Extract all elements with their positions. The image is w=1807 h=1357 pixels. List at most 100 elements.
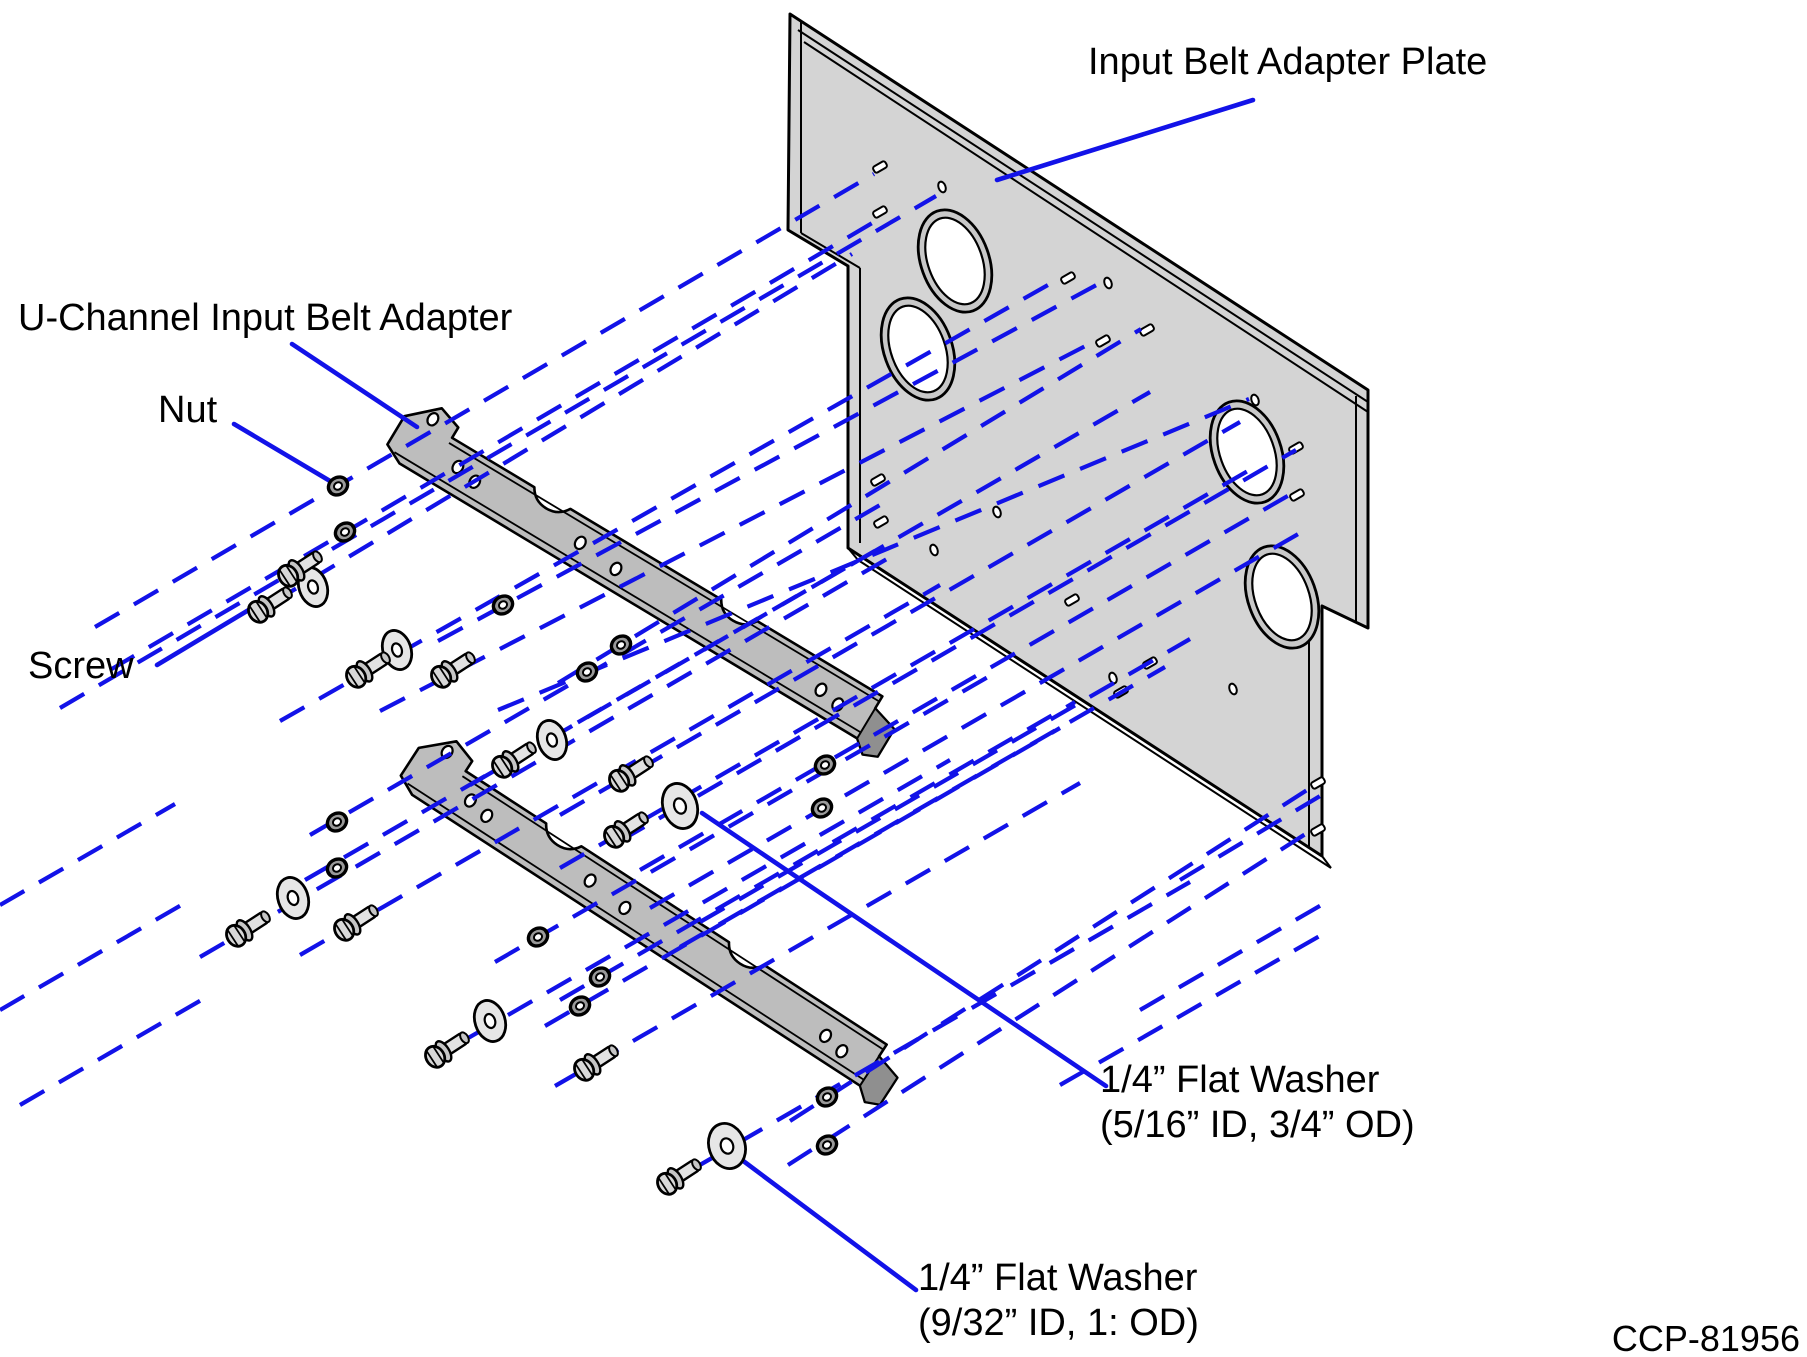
nut — [325, 811, 349, 833]
label-flat-washer-bottom-line2: (9/32” ID, 1: OD) — [918, 1301, 1199, 1344]
screw — [247, 586, 293, 624]
rail-hole — [583, 873, 597, 888]
label-leader-line — [289, 341, 420, 430]
plate-small-hole — [1250, 393, 1260, 407]
flat-washer — [707, 1122, 747, 1170]
alignment-dashed-line — [786, 824, 1320, 1167]
label-leader-line — [994, 97, 1256, 183]
label-flat-washer-mid-line1: 1/4” Flat Washer — [1100, 1059, 1380, 1101]
plate-small-hole-stub — [1064, 593, 1080, 607]
label-leader-line — [154, 605, 255, 668]
nut — [491, 594, 515, 616]
alignment-dashed-line — [1138, 898, 1332, 1012]
nut — [575, 661, 599, 683]
nut — [568, 995, 592, 1017]
screw — [603, 811, 649, 849]
u-channel-input-belt-adapter — [386, 407, 896, 758]
plate-small-hole-stub — [870, 473, 886, 487]
plate-large-hole — [1243, 544, 1321, 650]
screw — [345, 651, 391, 689]
plate-small-hole — [992, 505, 1002, 519]
alignment-dashed-line — [558, 420, 1242, 817]
plate-edge-line — [857, 559, 1332, 869]
label-u-channel-input-belt-adapter: U-Channel Input Belt Adapter — [18, 297, 513, 339]
alignment-dashed-line — [303, 543, 887, 882]
nut — [815, 1086, 839, 1108]
plate-edge-line — [797, 29, 1369, 403]
plate-small-hole — [929, 543, 939, 557]
label-flat-washer-bottom: 1/4” Flat Washer (9/32” ID, 1: OD) — [918, 1256, 1199, 1346]
alignment-dashed-line — [18, 993, 212, 1107]
screw — [225, 910, 271, 948]
label-screw: Screw — [28, 645, 134, 687]
plate-small-hole — [1103, 276, 1113, 290]
rail-hole — [426, 412, 440, 427]
label-flat-washer-bottom-line1: 1/4” Flat Washer — [918, 1257, 1198, 1299]
alignment-dashed-line — [428, 758, 952, 1062]
alignment-dashed-line — [658, 880, 1192, 1190]
plate-edge-line — [1321, 855, 1332, 869]
screw — [333, 904, 379, 942]
alignment-dashed-line — [468, 390, 1152, 787]
nut — [810, 797, 834, 819]
nut — [588, 966, 612, 988]
label-flat-washer-mid: 1/4” Flat Washer (5/16” ID, 3/4” OD) — [1100, 1058, 1415, 1148]
flat-washer — [275, 876, 311, 920]
alignment-dashed-line — [58, 194, 938, 710]
label-leader-line — [231, 421, 333, 484]
alignment-dashed-line — [788, 781, 1320, 1123]
plate-edge-line — [1321, 605, 1357, 623]
rail-hole — [835, 1044, 849, 1059]
plate-small-hole — [1108, 671, 1118, 685]
alignment-dashed-line — [543, 726, 1062, 1028]
nut — [325, 857, 349, 879]
label-flat-washer-mid-line2: (5/16” ID, 3/4” OD) — [1100, 1103, 1415, 1146]
plate-small-hole-stub — [1060, 271, 1076, 285]
alignment-dashed-line — [553, 781, 1082, 1088]
flat-washer — [472, 999, 508, 1043]
flat-washer — [296, 566, 330, 608]
plate-small-hole — [937, 180, 947, 194]
flat-washer — [535, 719, 569, 761]
plate-edge-line — [847, 547, 859, 561]
alignment-dashed-line — [558, 700, 1077, 1002]
plate-edge-line — [803, 41, 1369, 413]
rail-hole — [814, 682, 828, 698]
flat-washer — [660, 782, 700, 830]
plate-large-hole — [916, 208, 994, 314]
label-nut: Nut — [158, 389, 218, 431]
plate-small-hole-stub — [1095, 334, 1111, 348]
rail-hole — [573, 535, 587, 551]
screw — [277, 550, 323, 588]
alignment-dashed-line — [493, 668, 1002, 964]
alignment-dashed-line — [0, 898, 192, 1012]
rail-hole — [480, 808, 494, 824]
alignment-dashed-line — [1058, 928, 1332, 1087]
drawing-code: CCP-81956 — [1611, 1318, 1800, 1357]
screw — [573, 1044, 619, 1082]
plate-small-hole-stub — [1310, 823, 1326, 837]
alignment-dashed-line — [270, 252, 854, 605]
screw — [656, 1158, 702, 1196]
plate-small-hole-stub — [1289, 488, 1305, 502]
rail-end-tab — [858, 1054, 899, 1106]
screw — [491, 741, 537, 779]
nut — [333, 521, 357, 543]
alignment-dashed-line — [638, 492, 1293, 872]
rail-hole — [818, 1028, 833, 1044]
alignment-dashed-line — [698, 637, 1192, 924]
alignment-dashed-line — [437, 280, 1103, 643]
alignment-dashed-line — [618, 448, 1298, 843]
alignment-dashed-line — [497, 397, 1250, 712]
rail-hole — [609, 561, 623, 577]
label-input-belt-adapter-plate: Input Belt Adapter Plate — [1088, 41, 1488, 83]
alignment-dashed-line — [556, 327, 1143, 685]
screw — [424, 1031, 470, 1069]
nut — [526, 926, 550, 948]
plate-small-hole-stub — [1139, 323, 1155, 337]
screw — [608, 755, 654, 793]
plate-large-hole — [879, 296, 957, 402]
plate-small-hole — [1228, 682, 1238, 696]
